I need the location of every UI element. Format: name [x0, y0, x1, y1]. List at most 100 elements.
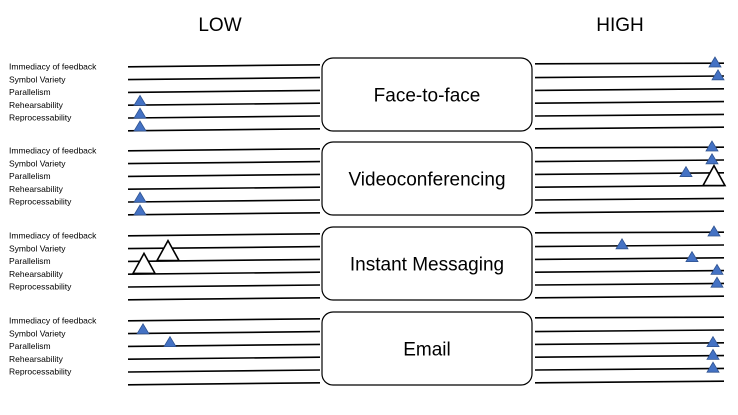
dimension-label: Reprocessability — [9, 113, 72, 123]
low-rating-marker — [133, 107, 147, 119]
high-scale-line — [534, 159, 725, 163]
medium-box — [321, 311, 533, 386]
medium-box — [321, 57, 533, 132]
large-low-rating-marker — [155, 238, 181, 262]
high-scale-line — [534, 113, 725, 117]
low-scale-line — [127, 102, 321, 106]
high-scale-line — [534, 197, 725, 201]
high-scale-line — [534, 354, 725, 358]
low-scale-line — [127, 173, 321, 178]
low-scale-line — [127, 212, 321, 216]
high-rating-marker — [706, 335, 720, 348]
low-scale-line — [127, 64, 321, 68]
high-scale-line — [534, 100, 725, 104]
high-scale-line — [534, 342, 725, 346]
medium-label: Face-to-face — [374, 86, 481, 107]
high-scale-line — [534, 282, 725, 286]
high-scale-line — [534, 244, 725, 248]
high-scale-line — [534, 367, 725, 371]
high-rating-marker — [706, 348, 720, 360]
high-rating-marker — [708, 56, 722, 68]
low-rating-marker — [133, 191, 147, 203]
high-scale-line — [534, 316, 725, 319]
dimension-label: Reprocessability — [9, 197, 72, 207]
dimension-label: Parallelism — [9, 87, 51, 97]
dimension-label: Parallelism — [9, 171, 51, 181]
dimension-label: Rehearsability — [9, 354, 64, 364]
low-rating-marker — [133, 120, 147, 132]
high-scale-line — [534, 231, 725, 234]
low-scale-line — [127, 330, 321, 335]
medium-label: Videoconferencing — [348, 170, 505, 191]
high-rating-marker — [706, 361, 720, 373]
dimension-label: Immediacy of feedback — [9, 316, 97, 326]
high-scale-line — [534, 380, 725, 384]
high-scale-line — [534, 146, 725, 149]
low-scale-line — [127, 128, 321, 132]
high-axis-label: HIGH — [596, 15, 644, 36]
medium-box — [321, 141, 533, 216]
low-scale-line — [127, 356, 321, 360]
high-scale-line — [534, 329, 725, 333]
dimension-label: Immediacy of feedback — [9, 146, 97, 156]
low-rating-marker — [133, 94, 147, 106]
medium-label: Instant Messaging — [350, 255, 504, 276]
large-high-rating-marker — [701, 163, 727, 187]
low-rating-marker — [136, 323, 150, 335]
high-scale-line — [534, 62, 725, 65]
high-rating-marker — [705, 140, 719, 152]
high-scale-line — [534, 295, 725, 299]
high-scale-line — [534, 184, 725, 188]
dimension-label: Symbol Variety — [9, 328, 66, 338]
dimension-label: Symbol Variety — [9, 243, 66, 253]
high-rating-marker — [710, 263, 724, 275]
low-scale-line — [127, 318, 321, 322]
high-rating-marker — [685, 250, 699, 263]
large-low-rating-marker — [131, 251, 157, 275]
low-scale-line — [127, 297, 321, 301]
dimension-label: Symbol Variety — [9, 158, 66, 168]
high-rating-marker — [707, 225, 721, 237]
medium-label: Email — [403, 340, 451, 361]
low-rating-marker — [133, 204, 147, 216]
low-scale-line — [127, 76, 321, 81]
dimension-label: Rehearsability — [9, 100, 64, 110]
low-axis-label: LOW — [198, 15, 241, 36]
low-scale-line — [127, 199, 321, 203]
dimension-label: Rehearsability — [9, 269, 64, 279]
low-scale-line — [127, 369, 321, 373]
dimension-label: Reprocessability — [9, 367, 72, 377]
high-rating-marker — [705, 153, 719, 165]
low-scale-line — [127, 284, 321, 288]
high-scale-line — [534, 75, 725, 79]
high-rating-marker — [679, 165, 693, 178]
low-scale-line — [127, 148, 321, 152]
low-scale-line — [127, 89, 321, 94]
low-scale-line — [127, 115, 321, 119]
low-scale-line — [127, 245, 321, 250]
high-scale-line — [534, 210, 725, 214]
dimension-label: Rehearsability — [9, 184, 64, 194]
dimension-label: Reprocessability — [9, 282, 72, 292]
dimension-label: Parallelism — [9, 256, 51, 266]
dimension-label: Immediacy of feedback — [9, 62, 97, 72]
low-scale-line — [127, 160, 321, 165]
low-rating-marker — [163, 335, 177, 348]
medium-box — [321, 226, 533, 301]
high-rating-marker — [711, 69, 725, 81]
dimension-label: Parallelism — [9, 341, 51, 351]
high-scale-line — [534, 269, 725, 273]
low-scale-line — [127, 382, 321, 386]
low-scale-line — [127, 233, 321, 237]
high-scale-line — [534, 172, 725, 176]
dimension-label: Immediacy of feedback — [9, 231, 97, 241]
high-rating-marker — [615, 238, 629, 250]
low-scale-line — [127, 271, 321, 275]
low-scale-line — [127, 186, 321, 190]
